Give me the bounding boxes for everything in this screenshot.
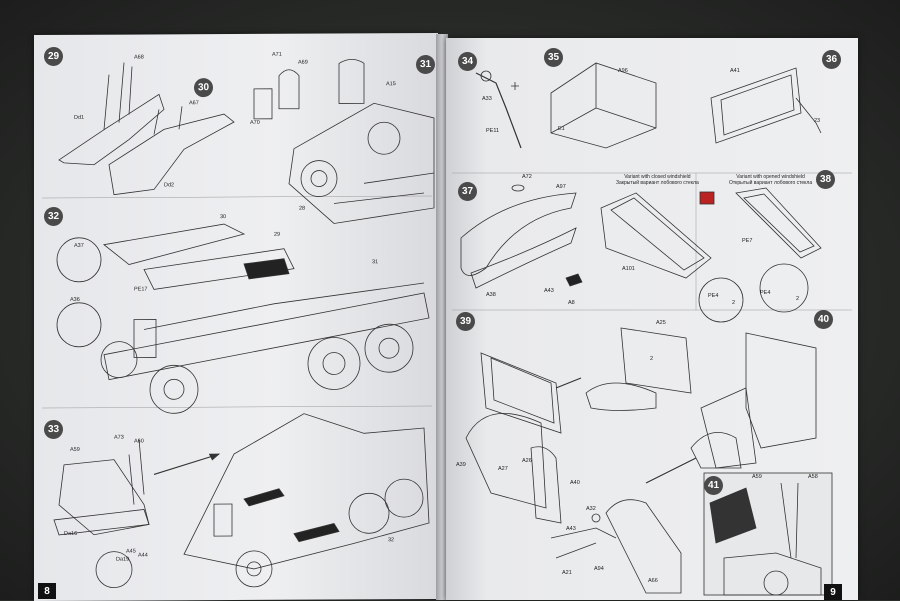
part-label: A41 — [730, 68, 740, 74]
part-label: PE17 — [134, 286, 148, 293]
part-label: A60 — [134, 438, 144, 445]
part-label: Dd1 — [74, 114, 85, 121]
part-label: Dd2 — [164, 182, 175, 189]
windshield-frame — [710, 67, 802, 144]
step-badge-38: 38 — [816, 170, 835, 189]
part-label: A70 — [250, 119, 260, 126]
part-label: PE4 — [708, 293, 719, 299]
page-number-right: 9 — [824, 584, 842, 600]
part-label: A72 — [522, 174, 532, 180]
variant-opened-caption: Variant with opened windshield Открытый … — [729, 174, 813, 186]
part-label: A33 — [482, 96, 492, 102]
cab-front-panel — [480, 352, 562, 434]
cab-radiator — [213, 503, 233, 537]
grille-frame — [278, 69, 300, 110]
part-label: A26 — [522, 458, 532, 464]
part-label: A71 — [272, 51, 282, 58]
roof-part — [460, 192, 577, 276]
part-label: Da16 — [64, 530, 78, 537]
part-label: A45 — [126, 548, 136, 555]
page-number-left: 8 — [38, 582, 56, 600]
part-label: 2 — [732, 300, 736, 306]
grille-assembly — [338, 58, 365, 104]
part-label: A66 — [648, 578, 658, 584]
step-badge-39: 39 — [456, 312, 475, 331]
variant-closed-caption: Variant with closed windshield Закрытый … — [616, 174, 699, 186]
part-label: 23 — [814, 118, 821, 124]
part-label: Da19 — [116, 556, 130, 563]
fender-left — [103, 223, 246, 265]
part-label: A40 — [570, 480, 580, 486]
floor-panel — [58, 459, 150, 536]
instruction-page-right: 34 35 36 37 38 39 40 41 Variant with clo… — [446, 38, 858, 600]
part-label: A67 — [189, 100, 199, 107]
right-page-drawings — [452, 62, 852, 596]
step-badge-41: 41 — [704, 476, 723, 495]
part-label: A94 — [594, 566, 604, 572]
part-label: A59 — [752, 474, 762, 480]
part-label: A58 — [808, 474, 818, 480]
part-label: A69 — [298, 59, 308, 66]
instruction-page-left: 29 30 31 32 33 A68 Dd1 A67 Dd2 A71 A69 A… — [34, 32, 438, 601]
part-label: A27 — [498, 466, 508, 472]
part-label: A21 — [562, 570, 572, 576]
cab-box-part — [550, 62, 657, 149]
step-badge-30: 30 — [194, 78, 213, 98]
part-label: A43 — [544, 288, 554, 294]
part-label: A37 — [74, 242, 84, 249]
step-badge-32: 32 — [44, 206, 63, 227]
step-badge-31: 31 — [416, 54, 435, 75]
part-label: 31 — [372, 259, 379, 266]
fender-part-dd1 — [58, 93, 165, 166]
radiator-part — [253, 88, 273, 120]
fender-part-dd2 — [108, 113, 235, 196]
part-label: A25 — [656, 320, 666, 326]
part-label: PE11 — [486, 128, 500, 134]
part-label: 2 — [796, 296, 800, 302]
part-label: A36 — [70, 296, 80, 303]
part-label: A32 — [586, 506, 596, 512]
part-label: A101 — [622, 266, 635, 272]
part-label: E1 — [558, 126, 565, 132]
part-label: A73 — [114, 434, 124, 441]
part-label: 28 — [299, 205, 306, 212]
part-label: A97 — [556, 184, 566, 190]
part-label: A39 — [456, 462, 466, 468]
step-badge-40: 40 — [814, 310, 833, 329]
part-label: A38 — [486, 292, 496, 298]
book-gutter — [436, 34, 448, 600]
part-label: A59 — [70, 446, 80, 453]
part-label: A8 — [568, 300, 575, 306]
part-label: A43 — [566, 526, 576, 532]
step-badge-29: 29 — [44, 46, 63, 67]
part-label: PE7 — [742, 238, 753, 244]
part-label: 30 — [220, 214, 227, 221]
front-radiator — [133, 319, 157, 358]
left-page-drawings — [42, 58, 435, 589]
part-label: 32 — [388, 537, 395, 544]
part-label: 29 — [274, 231, 281, 238]
part-label: A68 — [134, 54, 144, 61]
part-label: A96 — [618, 68, 628, 74]
step-badge-36: 36 — [822, 50, 841, 69]
part-label: A15 — [386, 81, 396, 88]
step-badge-33: 33 — [44, 419, 63, 440]
part-label: A44 — [138, 552, 148, 559]
step-badge-37: 37 — [458, 182, 477, 201]
step-badge-35: 35 — [544, 48, 563, 67]
step-badge-34: 34 — [458, 52, 477, 71]
part-label: PE4 — [760, 290, 771, 296]
part-label: 2 — [650, 356, 654, 362]
